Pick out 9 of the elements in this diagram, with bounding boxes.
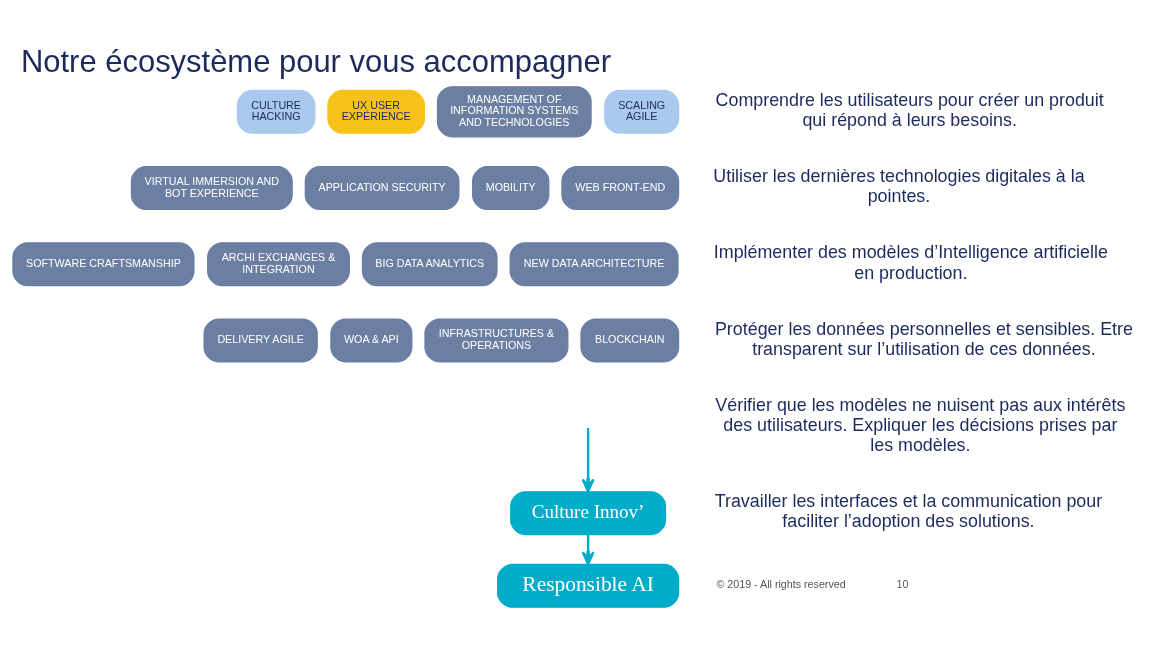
label: Implémenter des modèles d’Intelligence artificielle en production.: [713, 242, 1108, 283]
label: Travailler les interfaces et la communication pour faciliter l’adoption des solutions.: [714, 491, 1103, 532]
label: Protéger les données personnelles et sensibles. Etre transparent sur l’utilisation de ces données.: [714, 318, 1133, 359]
label: Comprendre les utilisateurs pour créer un produit qui répond à leurs besoins.: [715, 89, 1104, 131]
label: Vérifier que les modèles ne nuisent pas aux intérêts des utilisateurs. Expliquer les décisions prises par les modèles.: [715, 394, 1126, 456]
label: © 2019 - All rights reserved: [716, 578, 846, 591]
diagram-title: Notre écosystème pour vous accompagner: [20, 44, 612, 80]
label: 10: [896, 578, 909, 591]
label: Utiliser les dernières technologies digitales à la pointes.: [713, 166, 1085, 207]
